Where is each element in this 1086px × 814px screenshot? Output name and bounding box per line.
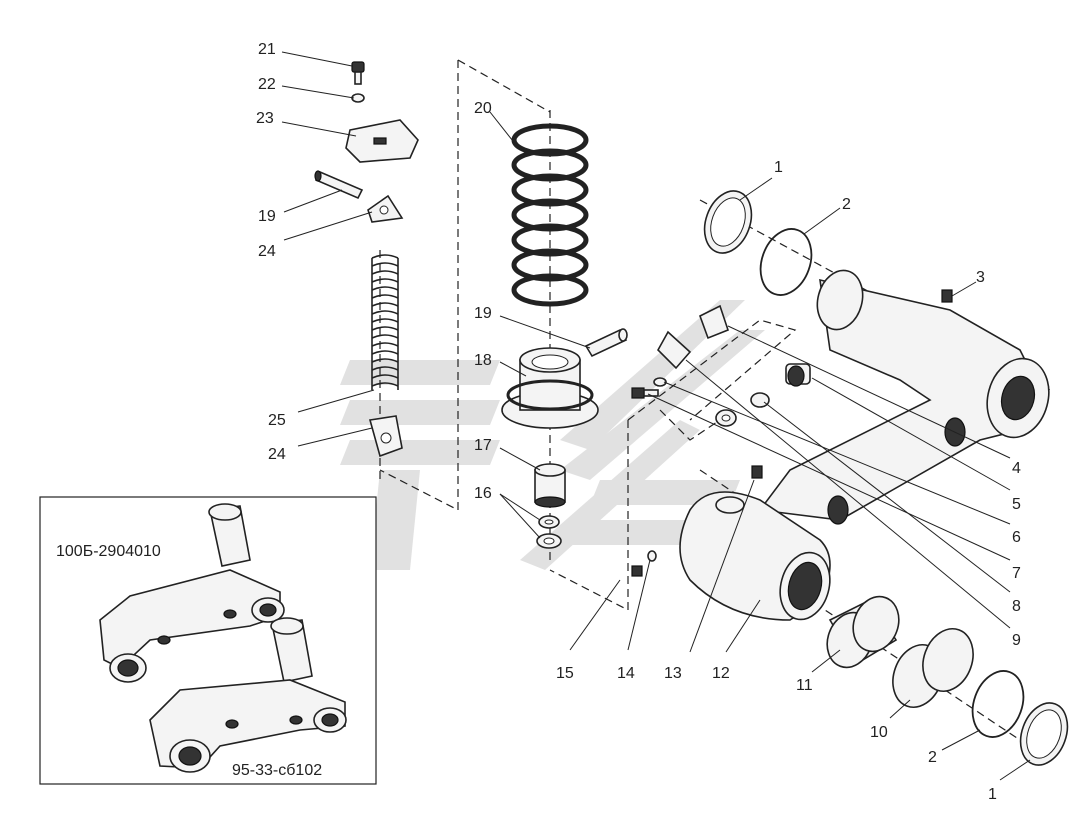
callout-18: 18 xyxy=(474,352,492,369)
inset-assembly-upper xyxy=(99,503,285,683)
part-5-bushing xyxy=(785,363,811,387)
callout-19-left: 19 xyxy=(258,208,276,225)
callout-13: 13 xyxy=(664,665,682,682)
callout-20: 20 xyxy=(474,100,492,117)
inset-drawing-code: 95-33-сб102 xyxy=(232,762,322,779)
callout-7: 7 xyxy=(1012,565,1021,582)
inset-assembly-lower xyxy=(149,617,347,773)
part-6-washer xyxy=(653,377,667,387)
callout-8: 8 xyxy=(1012,598,1021,615)
part-18-spring-seat xyxy=(501,347,599,429)
part-1-seal-top xyxy=(703,190,753,254)
callout-25: 25 xyxy=(268,412,286,429)
part-19-pin-mid xyxy=(584,328,628,358)
part-11-bushing xyxy=(826,595,900,669)
part-7-bolt xyxy=(631,387,659,399)
callout-1-bottom: 1 xyxy=(988,786,997,803)
part-14-screw xyxy=(631,550,657,577)
part-10-bushing xyxy=(892,628,974,708)
callout-9: 9 xyxy=(1012,632,1021,649)
callout-24-top: 24 xyxy=(258,243,276,260)
callout-10: 10 xyxy=(870,724,888,741)
part-25-spring xyxy=(371,254,399,390)
part-16-washers xyxy=(536,515,562,549)
part-2-ring-top xyxy=(759,228,813,296)
part-12-housing xyxy=(679,491,831,621)
inset-assembly-code: 100Б-2904010 xyxy=(56,543,161,560)
part-2-ring-bottom xyxy=(971,670,1025,738)
callout-19-mid: 19 xyxy=(474,305,492,322)
upper-balancer-arm xyxy=(758,269,1050,525)
part-23-plate xyxy=(345,119,419,163)
callout-16: 16 xyxy=(474,485,492,502)
callout-6: 6 xyxy=(1012,529,1021,546)
callout-22: 22 xyxy=(258,76,276,93)
callout-5: 5 xyxy=(1012,496,1021,513)
callout-21: 21 xyxy=(258,41,276,58)
part-9-plate xyxy=(657,330,692,370)
grease-fitting xyxy=(751,465,763,479)
part-24-tab-bottom xyxy=(368,415,403,458)
part-20-main-spring xyxy=(511,123,589,307)
part-21-bolt xyxy=(351,61,365,85)
callout-12: 12 xyxy=(712,665,730,682)
part-8-washer xyxy=(750,392,770,408)
callout-2-top: 2 xyxy=(842,196,851,213)
callout-14: 14 xyxy=(617,665,635,682)
callout-11: 11 xyxy=(796,677,813,694)
part-1-seal-bottom xyxy=(1019,702,1069,766)
callout-23: 23 xyxy=(256,110,274,127)
part-19-pin-left xyxy=(314,170,364,200)
callout-24-bottom: 24 xyxy=(268,446,286,463)
callout-17: 17 xyxy=(474,437,492,454)
part-17-sleeve xyxy=(534,463,566,508)
callout-2-bottom: 2 xyxy=(928,749,937,766)
part-4-plate xyxy=(699,304,729,340)
part-3-fitting xyxy=(941,289,953,303)
callout-3: 3 xyxy=(976,269,985,286)
callout-4: 4 xyxy=(1012,460,1021,477)
callout-15: 15 xyxy=(556,665,574,682)
leader-lines xyxy=(281,51,1031,781)
callout-1-top: 1 xyxy=(774,159,783,176)
